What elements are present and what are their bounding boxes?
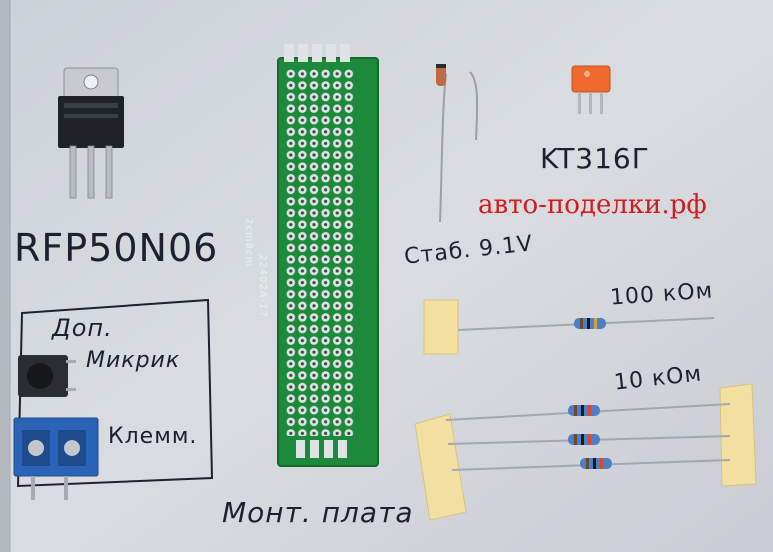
pcb-board [277,44,379,467]
label-board: Монт. плата [222,496,414,529]
pcb-size-text: 2cm8cm [243,218,254,268]
tape-left-top [423,299,459,355]
label-extra: Доп. [52,314,113,342]
watermark-text: авто-поделки.рф [478,190,707,220]
tape-left-bottom [414,413,467,521]
binding-edge [0,0,10,552]
label-transistor: KT316Г [540,142,650,175]
zener-diode-component [436,64,479,223]
tape-right [719,383,757,487]
label-mosfet: RFP50N06 [14,226,219,270]
tact-button-component [18,355,76,397]
resistor-100k-component [457,317,715,331]
resistor-10k-2-component [447,434,731,445]
screw-terminal-component [13,417,99,500]
label-button: Микрик [86,348,181,373]
resistor-10k-3-component [451,458,731,471]
resistor-10k-1-component [445,403,731,421]
pcb-code-text: 22402A-17 [257,254,268,318]
mosfet-component [58,67,124,199]
label-terminal: Клемм. [108,424,198,449]
transistor-component [571,65,611,114]
